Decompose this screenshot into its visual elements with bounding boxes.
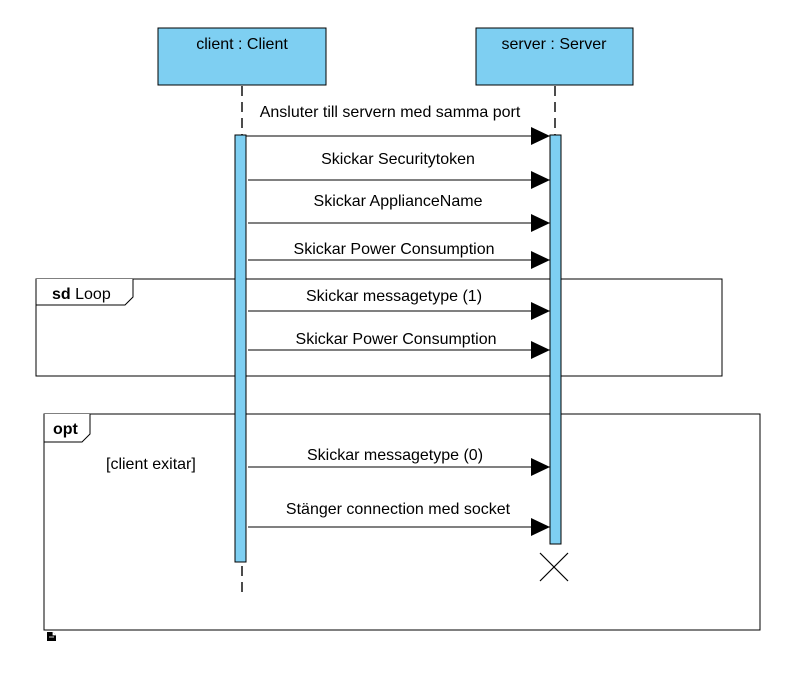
lifeline-head-client[interactable]: client : Client	[157, 27, 327, 86]
message-label: Ansluter till servern med samma port	[260, 104, 521, 121]
message-label: Skickar messagetype (1)	[306, 288, 482, 305]
fragment-opt-title: opt	[53, 421, 79, 438]
fragment-loop-title: sd Loop	[52, 286, 111, 303]
lifeline-head-server[interactable]: server : Server	[475, 27, 634, 86]
fragment-opt: opt [client exitar]	[43, 413, 761, 631]
destroy-marker	[539, 552, 569, 582]
message-label: Skickar Power Consumption	[296, 331, 497, 348]
client-activation-bar	[234, 134, 247, 563]
message-5[interactable]: Skickar messagetype (1)	[248, 288, 550, 320]
fragment-opt-guard: [client exitar]	[106, 456, 196, 473]
message-6[interactable]: Skickar Power Consumption	[248, 331, 550, 359]
message-label: Stänger connection med socket	[286, 501, 511, 518]
lifeline-client-label: client : Client	[196, 36, 288, 53]
message-label: Skickar Securitytoken	[321, 151, 475, 168]
message-label: Skickar ApplianceName	[314, 193, 483, 210]
message-4[interactable]: Skickar Power Consumption	[248, 241, 550, 269]
message-8[interactable]: Stänger connection med socket	[248, 501, 550, 536]
note-icon	[47, 632, 56, 641]
message-3[interactable]: Skickar ApplianceName	[248, 193, 550, 232]
lifeline-server-label: server : Server	[502, 36, 608, 53]
message-label: Skickar messagetype (0)	[307, 447, 483, 464]
fragment-loop: sd Loop	[35, 278, 723, 377]
server-activation-bar	[549, 134, 562, 545]
message-7[interactable]: Skickar messagetype (0)	[248, 447, 550, 476]
message-2[interactable]: Skickar Securitytoken	[248, 151, 550, 189]
message-1[interactable]: Ansluter till servern med samma port	[246, 104, 550, 145]
message-label: Skickar Power Consumption	[294, 241, 495, 258]
